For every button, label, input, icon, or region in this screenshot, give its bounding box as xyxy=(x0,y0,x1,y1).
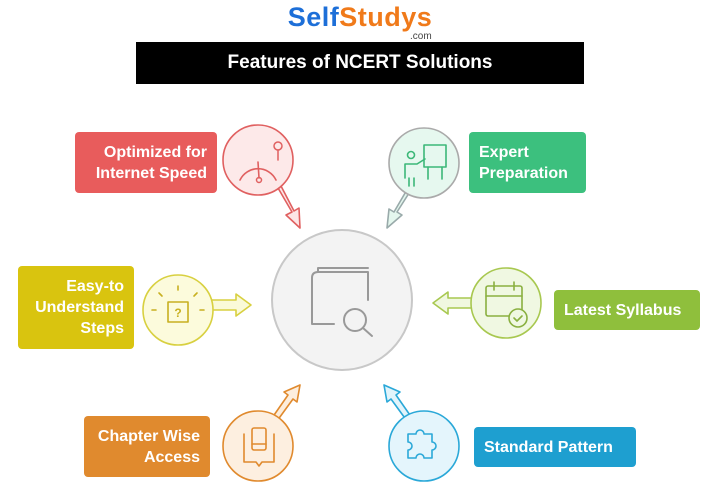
calendar-check-icon xyxy=(432,267,542,339)
feature-expert-preparation: Expert Preparation xyxy=(469,132,586,193)
puzzle-icon xyxy=(383,384,460,482)
book-phone-icon xyxy=(222,384,301,482)
teacher-board-icon xyxy=(386,127,460,229)
question-bulb-icon: ? xyxy=(142,274,252,346)
speedometer-icon xyxy=(222,124,301,229)
feature-optimized-internet-speed: Optimized for Internet Speed xyxy=(75,132,217,193)
feature-easy-to-understand: Easy-to Understand Steps xyxy=(18,266,134,349)
logo-suffix: .com xyxy=(410,31,432,42)
feature-chapter-wise-access: Chapter Wise Access xyxy=(84,416,210,477)
feature-latest-syllabus: Latest Syllabus xyxy=(554,290,700,330)
selfstudys-logo: SelfStudys xyxy=(287,2,433,32)
book-search-icon xyxy=(271,229,413,371)
feature-standard-pattern: Standard Pattern xyxy=(474,427,636,467)
svg-text:?: ? xyxy=(174,306,181,320)
diagram-title: Features of NCERT Solutions xyxy=(136,42,584,84)
